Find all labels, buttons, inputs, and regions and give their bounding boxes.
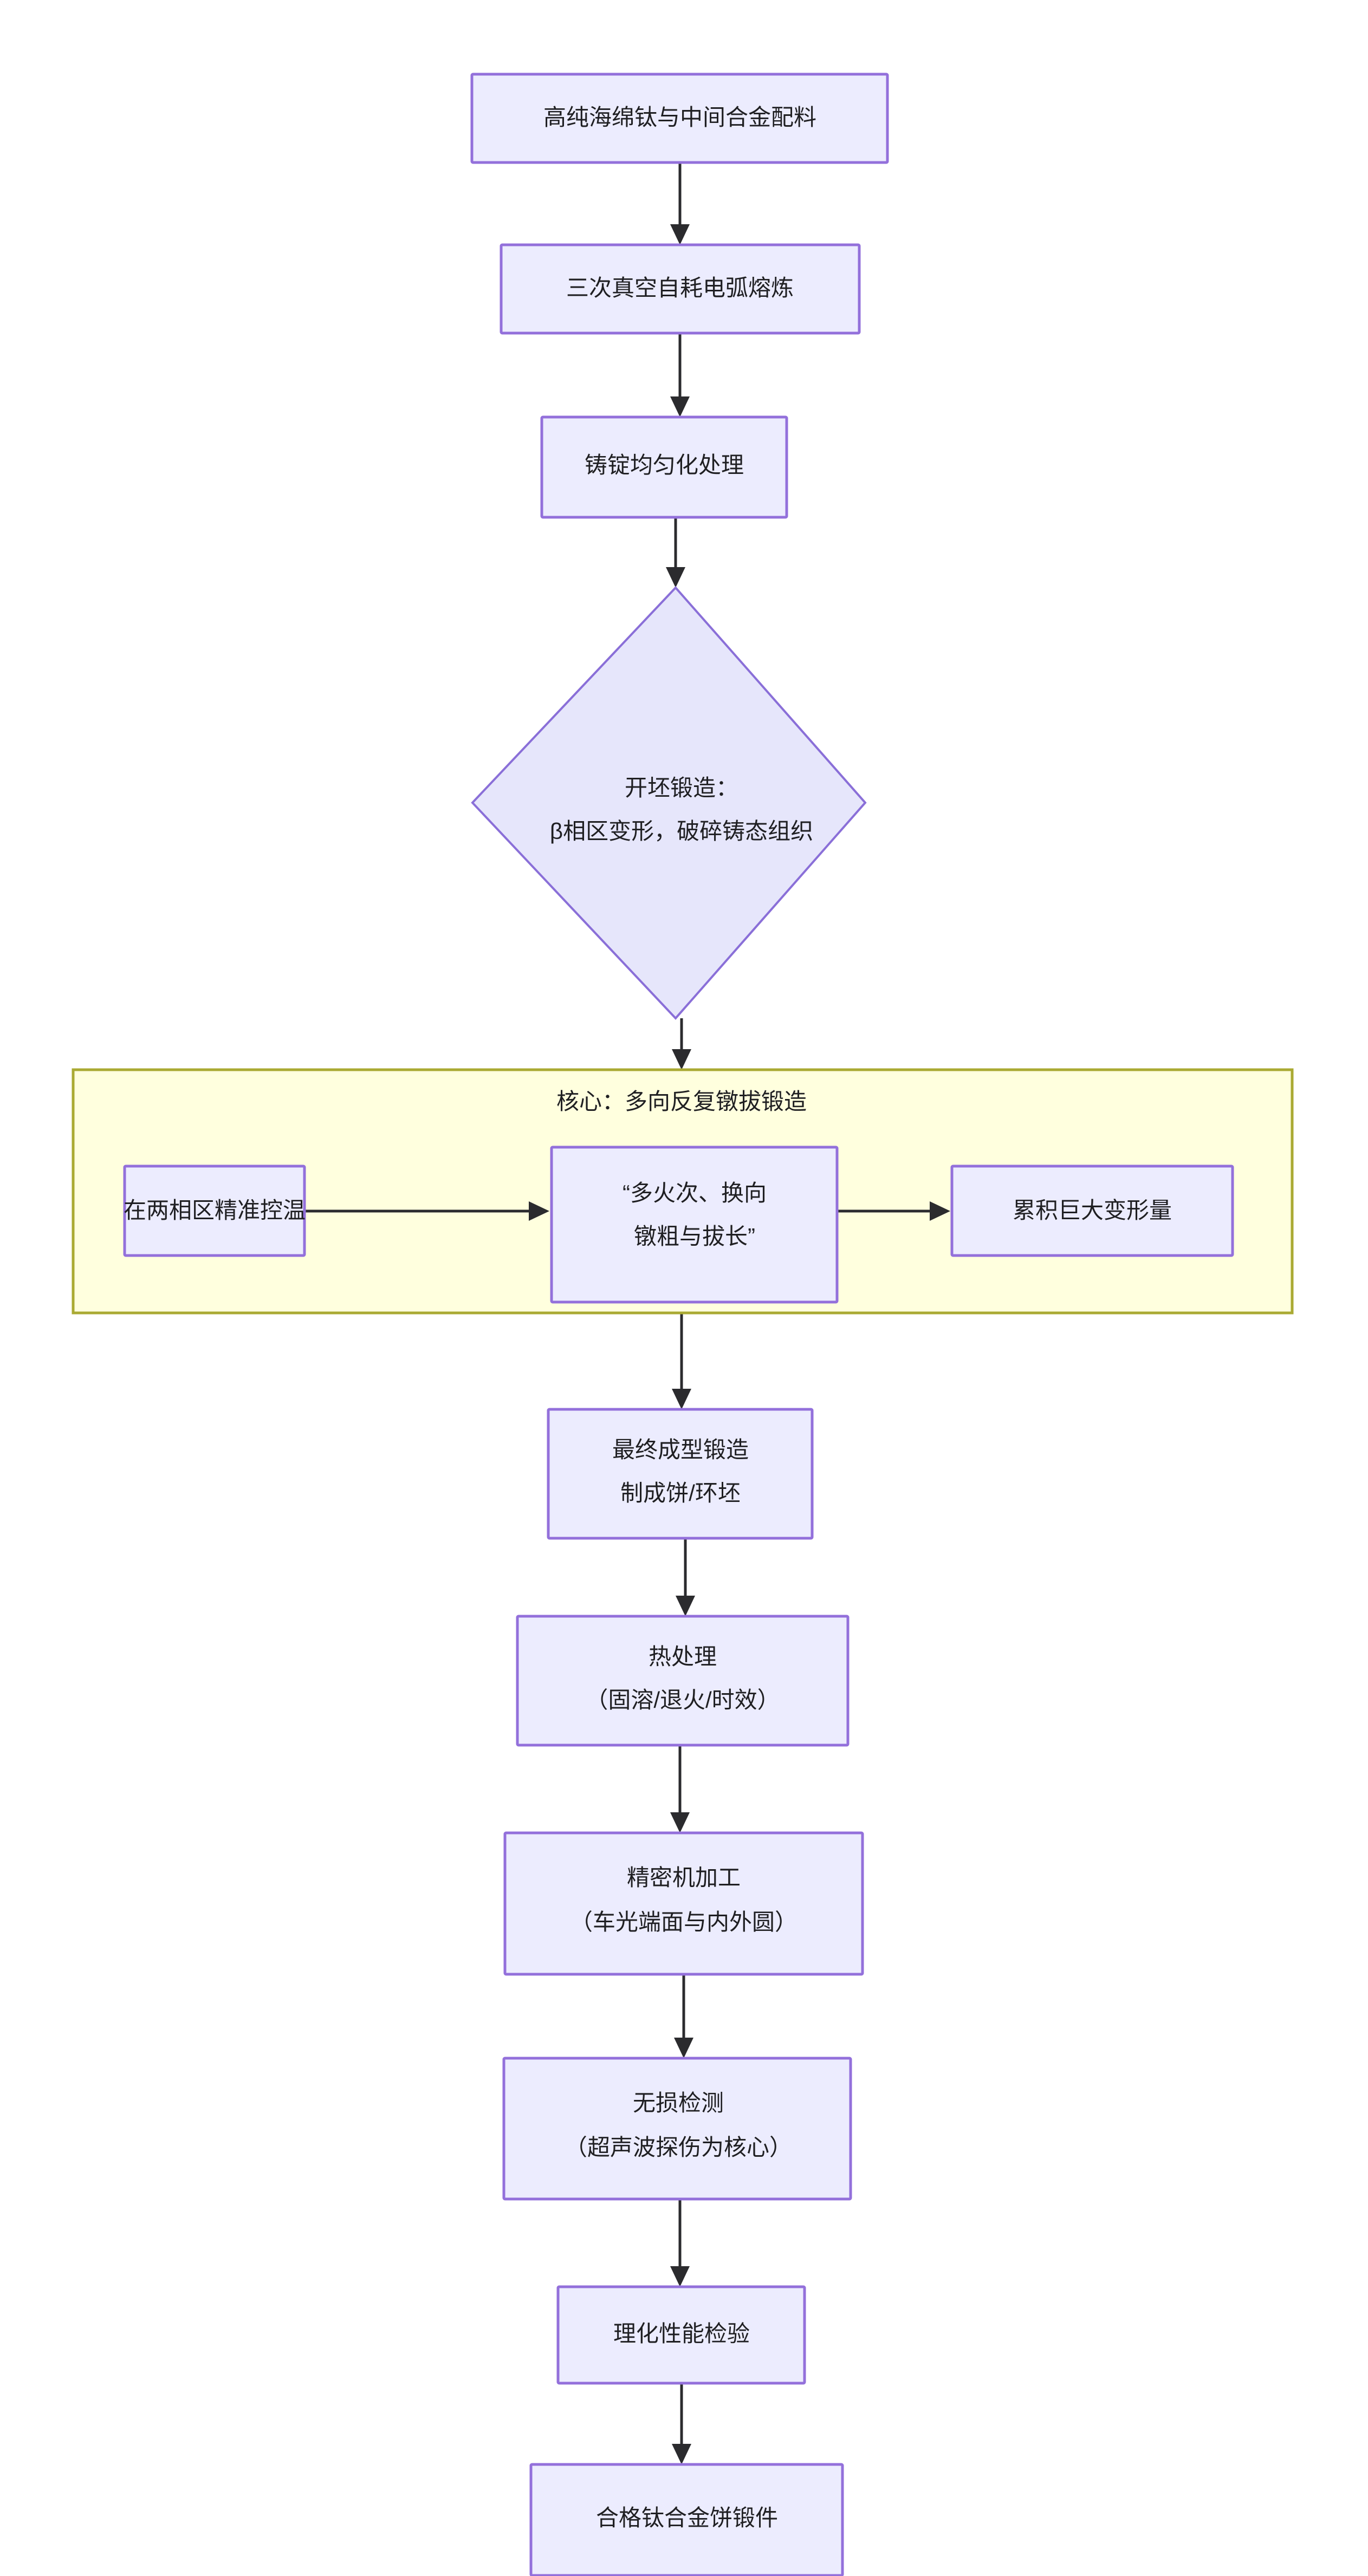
edge-n8-n9	[676, 1538, 695, 1616]
node-n1-box[interactable]	[470, 73, 889, 164]
edge-n5-n6	[304, 1201, 549, 1221]
node-n13[interactable]: 合格钛合金饼锻件	[529, 2463, 844, 2576]
node-n12-label: 理化性能检验	[613, 2321, 750, 2346]
node-n1-label: 高纯海绵钛与中间合金配料	[543, 105, 816, 130]
node-n4-label-line2: β相区变形，破碎铸态组织	[550, 818, 813, 844]
node-n6-label-line1: “多火次、换向	[623, 1180, 767, 1206]
node-n9-label-line1: 热处理	[649, 1644, 717, 1669]
edge-n2-n3	[670, 333, 690, 417]
node-n9-box[interactable]	[516, 1615, 850, 1747]
node-n7[interactable]: 累积巨大变形量	[950, 1165, 1234, 1257]
edge-cluster-n8	[672, 1313, 691, 1409]
node-n2-label: 三次真空自耗电弧熔炼	[566, 275, 794, 301]
node-n5[interactable]: 在两相区精准控温	[123, 1165, 306, 1257]
node-n5-label: 在两相区精准控温	[124, 1198, 306, 1223]
node-n6[interactable]: “多火次、换向 镦粗与拔长”	[550, 1146, 839, 1304]
node-n12-box[interactable]	[556, 2285, 806, 2385]
node-n3-label: 铸锭均匀化处理	[585, 452, 744, 478]
node-n8-box[interactable]	[547, 1408, 814, 1540]
cluster-label: 核心：多向反复镦拔锻造	[556, 1089, 807, 1114]
node-n8[interactable]: 最终成型锻造 制成饼/环坯	[547, 1408, 814, 1540]
node-n11[interactable]: 无损检测 （超声波探伤为核心）	[502, 2057, 852, 2201]
edge-group	[666, 162, 695, 2464]
node-n3[interactable]: 铸锭均匀化处理	[540, 415, 788, 519]
node-n12[interactable]: 理化性能检验	[556, 2285, 806, 2385]
node-n7-label: 累积巨大变形量	[1013, 1198, 1172, 1223]
node-n11-label-line2: （超声波探伤为核心）	[565, 2135, 792, 2160]
node-n10[interactable]: 精密机加工 （车光端面与内外圆）	[503, 1831, 864, 1976]
edge-n12-n13	[672, 2383, 691, 2464]
node-n4-label-line1: 开坯锻造：	[625, 775, 738, 801]
node-n3-box[interactable]	[540, 415, 788, 519]
node-n9[interactable]: 热处理 （固溶/退火/时效）	[516, 1615, 850, 1747]
node-n1[interactable]: 高纯海绵钛与中间合金配料	[470, 73, 889, 164]
node-n13-box[interactable]	[529, 2463, 844, 2576]
node-n4[interactable]: 开坯锻造： β相区变形，破碎铸态组织	[471, 586, 867, 1020]
node-n10-label-line2: （车光端面与内外圆）	[570, 1909, 798, 1935]
node-n6-box[interactable]	[550, 1146, 839, 1304]
node-n6-label-line2: 镦粗与拔长”	[634, 1224, 755, 1249]
edge-n11-n12	[670, 2199, 690, 2287]
edge-n9-n10	[670, 1745, 690, 1833]
edge-n4-cluster	[672, 1018, 691, 1070]
node-n8-label-line2: 制成饼/环坯	[620, 1480, 741, 1506]
node-n11-box[interactable]	[502, 2057, 852, 2201]
edge-n3-n4	[666, 517, 685, 588]
node-n13-label: 合格钛合金饼锻件	[596, 2505, 778, 2531]
node-n9-label-line2: （固溶/退火/时效）	[585, 1687, 780, 1713]
edge-n6-n7	[837, 1201, 950, 1221]
edge-n10-n11	[674, 1974, 693, 2058]
cluster-core-forging: 核心：多向反复镦拔锻造 在两相区精准控温 “多火次、换向 镦粗与拔长”	[72, 1068, 1294, 1315]
node-n8-label-line1: 最终成型锻造	[612, 1437, 749, 1462]
node-n10-label-line1: 精密机加工	[627, 1865, 741, 1890]
node-n11-label-line1: 无损检测	[633, 2090, 724, 2116]
node-n4-diamond[interactable]	[471, 586, 867, 1020]
node-n2[interactable]: 三次真空自耗电弧熔炼	[500, 243, 861, 335]
node-n10-box[interactable]	[503, 1831, 864, 1976]
node-n2-box[interactable]	[500, 243, 861, 335]
edge-n1-n2	[670, 162, 690, 245]
node-n5-box[interactable]	[123, 1165, 306, 1257]
node-n7-box[interactable]	[950, 1165, 1234, 1257]
